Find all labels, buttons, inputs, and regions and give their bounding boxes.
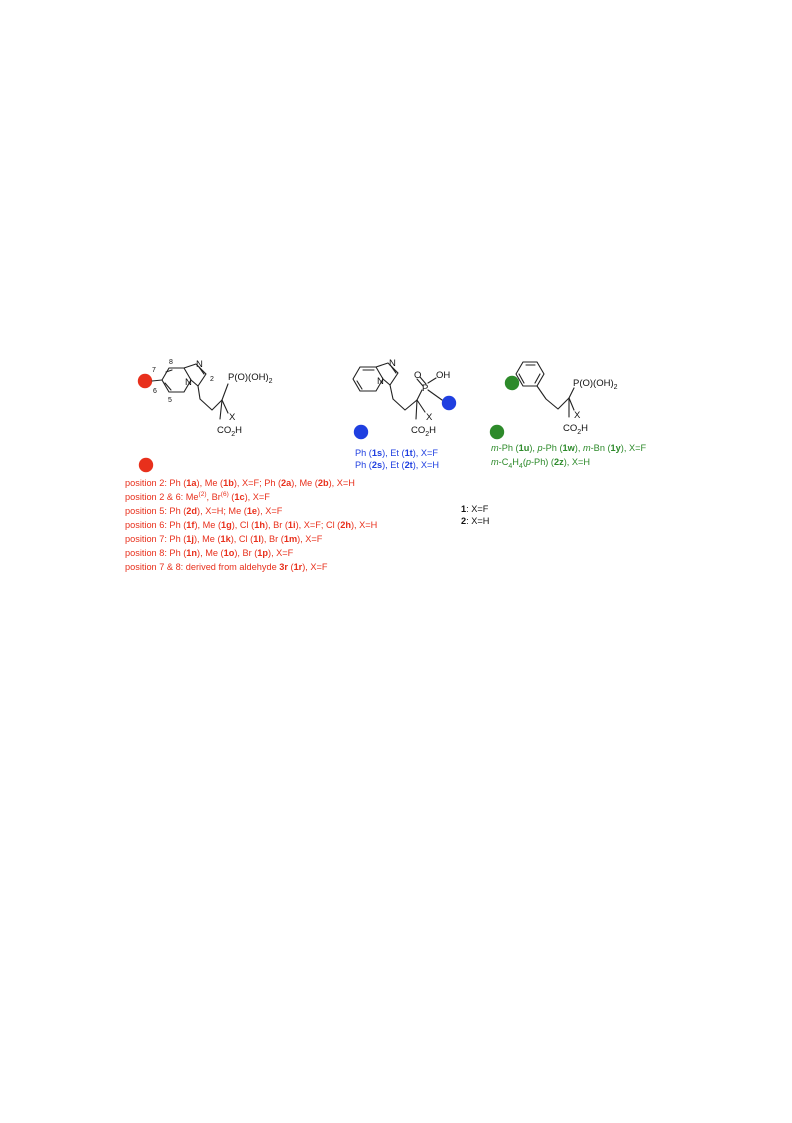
blue-dot-marker-structure <box>441 395 457 411</box>
ring-number-8: 8 <box>169 359 173 366</box>
atom-n-top: N <box>389 358 396 369</box>
atom-n-top: N <box>196 359 203 370</box>
ring-number-7: 7 <box>152 367 156 374</box>
position-line-6: position 8: Ph (1n), Me (1o), Br (1p), X… <box>125 548 294 558</box>
carboxylic-acid-group: CO2H <box>563 423 588 436</box>
atom-p: P <box>422 383 428 394</box>
carboxylic-acid-group: CO2H <box>411 425 436 438</box>
positions-list: position 2: Ph (1a), Me (1b), X=F; Ph (2… <box>125 457 377 572</box>
legend-line-1: 1: X=F <box>461 504 489 514</box>
position-line-5: position 7: Ph (1j), Me (1k), Cl (1l), B… <box>125 534 323 544</box>
structure-c-line-2: m-C4H4(p-Ph) (2z), X=H <box>491 457 590 470</box>
atom-n-bottom: N <box>377 376 384 387</box>
blue-dot-marker-caption <box>353 424 369 440</box>
atom-o: O <box>414 370 421 381</box>
green-dot-marker-caption <box>489 424 505 440</box>
structure-c-line-1: m-Ph (1u), p-Ph (1w), m-Bn (1y), X=F <box>491 443 646 453</box>
atom-x: X <box>426 412 433 423</box>
atom-x: X <box>229 412 236 423</box>
atom-n-bottom: N <box>185 377 192 388</box>
position-line-4: position 6: Ph (1f), Me (1g), Cl (1h), B… <box>125 520 377 530</box>
position-line-7: position 7 & 8: derived from aldehyde 3r… <box>125 562 328 572</box>
structure-b-line-2: Ph (2s), Et (2t), X=H <box>355 460 439 470</box>
ring-number-2: 2 <box>210 376 214 383</box>
phosphonate-group: P(O)(OH)2 <box>228 372 273 385</box>
carboxylic-acid-group: CO2H <box>217 425 242 438</box>
structure-b-line-1: Ph (1s), Et (1t), X=F <box>355 448 438 458</box>
phosphonate-group: P(O)(OH)2 <box>573 378 618 391</box>
atom-oh: OH <box>436 370 450 381</box>
position-line-2: position 2 & 6: Me(2), Br(6) (1c), X=F <box>125 491 270 502</box>
structure-b: N N O P OH X CO2H Ph (1s), Et (1t), X=F … <box>352 358 457 470</box>
atom-x: X <box>574 410 581 421</box>
ring-number-6: 6 <box>153 388 157 395</box>
legend-line-2: 2: X=H <box>461 516 489 526</box>
structure-a: N N 8 7 6 5 2 P(O)(OH)2 X CO2H <box>137 359 273 438</box>
position-line-1: position 2: Ph (1a), Me (1b), X=F; Ph (2… <box>125 478 355 488</box>
red-dot-marker <box>137 373 153 389</box>
legend: 1: X=F 2: X=H <box>461 504 489 526</box>
position-line-3: position 5: Ph (2d), X=H; Me (1e), X=F <box>125 506 283 516</box>
red-dot-marker-caption <box>138 457 154 473</box>
green-dot-marker-structure <box>504 375 520 391</box>
ring-number-5: 5 <box>168 397 172 404</box>
structure-c: P(O)(OH)2 X CO2H m-Ph (1u), p-Ph (1w), m… <box>489 361 646 470</box>
